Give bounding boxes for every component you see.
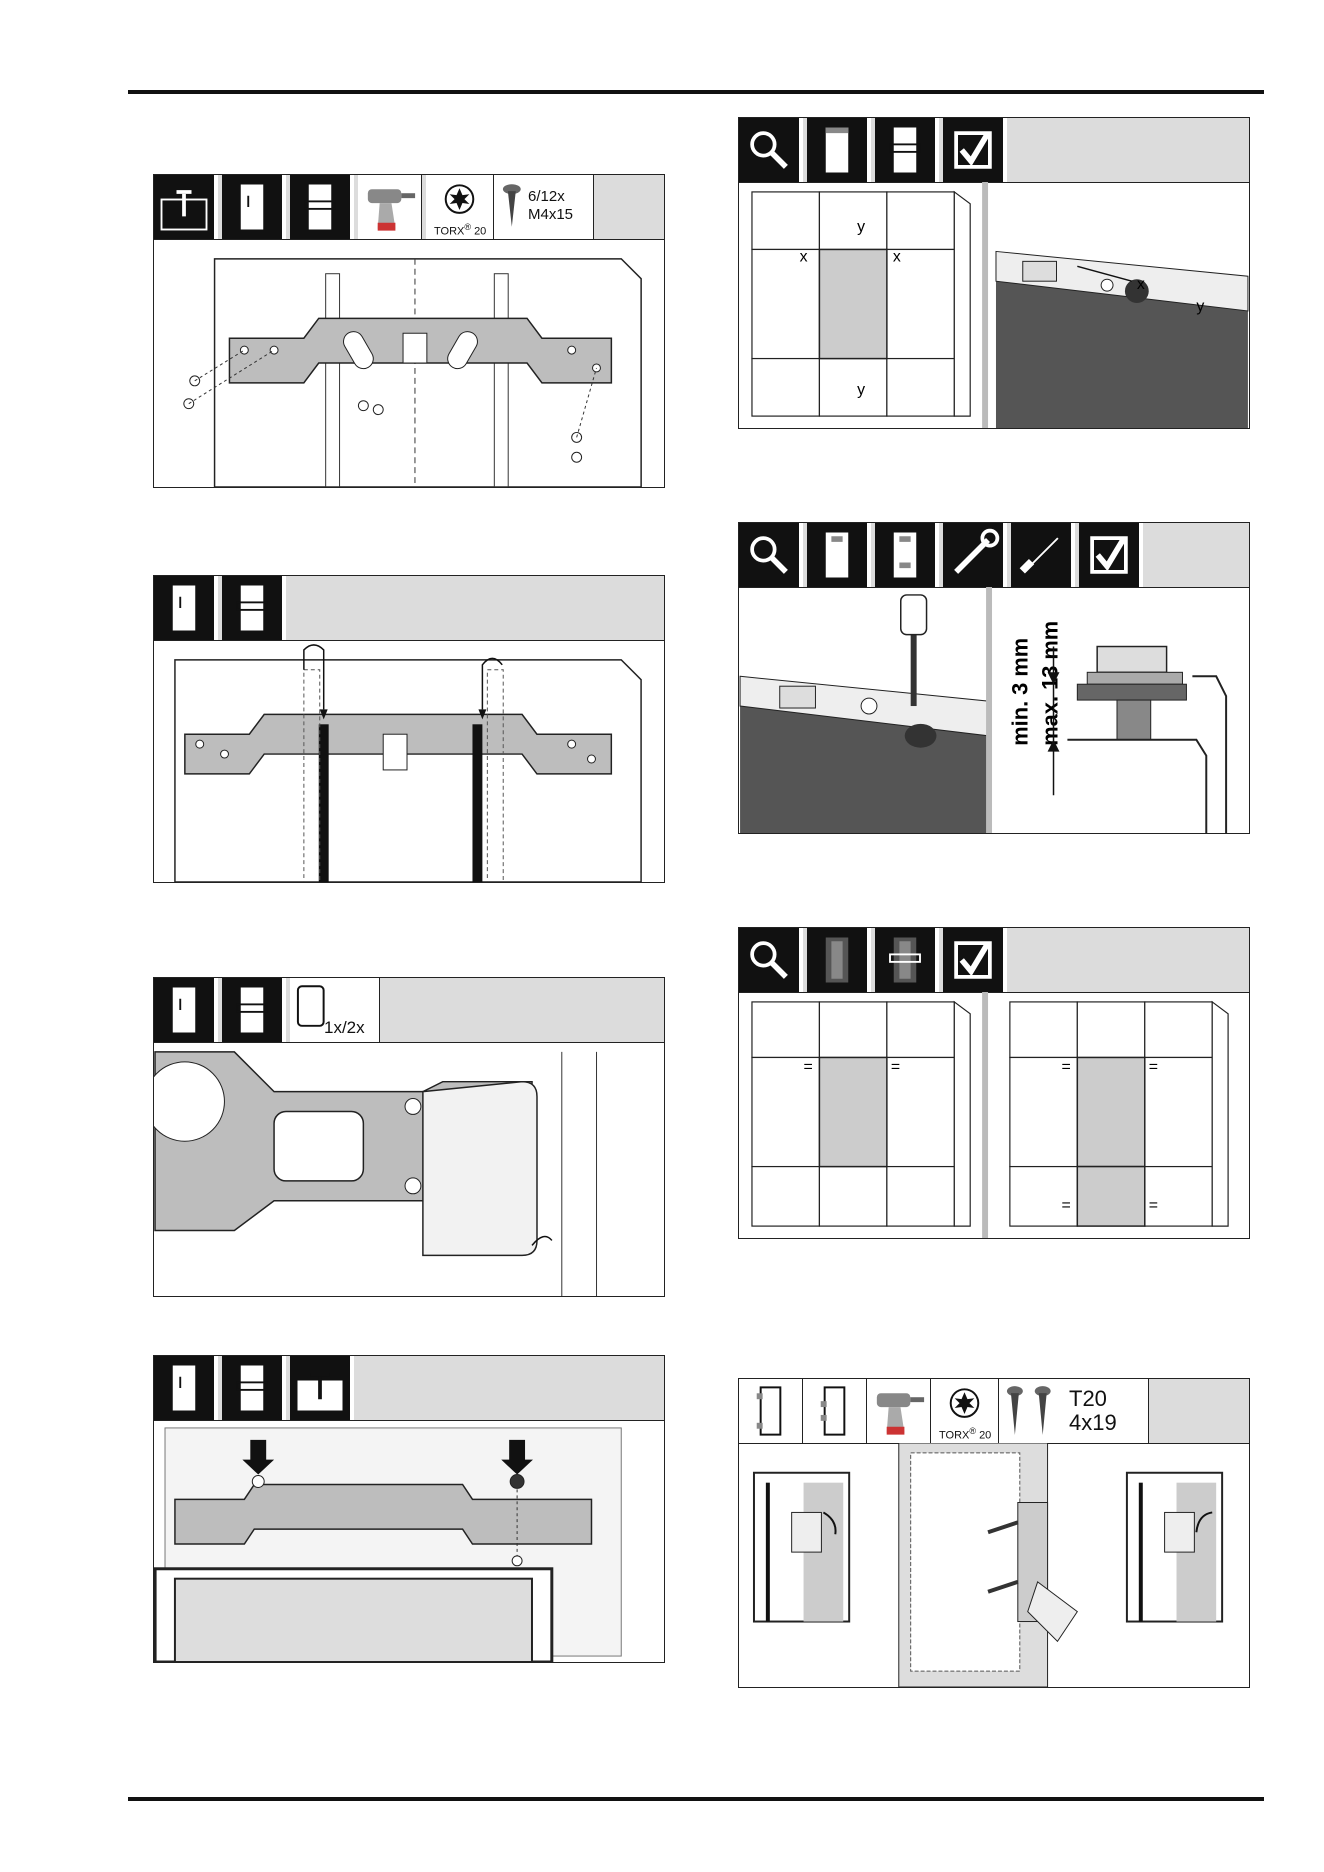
torx-label: TORX — [939, 1430, 969, 1442]
label-y-bottom: y — [857, 381, 865, 398]
step-panel-mount-rail: TORX® 20 6/12x M4x15 — [153, 174, 665, 488]
equal-right-2: = — [1149, 1058, 1158, 1075]
step-panel-hinge-insert — [153, 575, 665, 883]
door-icon — [154, 978, 218, 1042]
label-x-hinge: x — [1137, 276, 1145, 293]
step-panel-cover-cap: 1x/2x — [153, 977, 665, 1297]
equal-left-3: = — [1061, 1197, 1070, 1214]
door-gap-icon — [807, 928, 871, 992]
screw-size: M4x15 — [528, 207, 573, 223]
step-panel-adjust-xy: x x y y x y — [738, 117, 1250, 429]
illustration-equal-gaps: = = = = = = — [739, 992, 1249, 1238]
torx-size: 20 — [979, 1430, 991, 1442]
label-y-top: y — [857, 219, 865, 236]
step-panel-mount-door — [153, 1355, 665, 1663]
illustration-cover-cap — [154, 1042, 664, 1296]
door-hinge-icon — [803, 1379, 867, 1443]
door-hinge-icon — [222, 1356, 286, 1420]
door-icon — [222, 175, 286, 239]
label-x-right: x — [893, 248, 901, 265]
torx-icon: TORX® 20 — [931, 1379, 999, 1443]
screwdriver-icon — [1011, 523, 1075, 587]
check-icon — [943, 928, 1007, 992]
door-icon — [154, 1356, 218, 1420]
magnifier-icon — [739, 118, 803, 182]
screw-count: 6/12x — [528, 189, 565, 205]
screw-type: T20 — [1069, 1387, 1107, 1410]
wrench-icon — [943, 523, 1007, 587]
cover-cap-tile: 1x/2x — [290, 978, 380, 1042]
screw-size: 4x19 — [1069, 1411, 1117, 1434]
equal-right: = — [891, 1058, 900, 1075]
door-icon — [807, 118, 871, 182]
screw-in-panel-icon — [154, 175, 218, 239]
door-hinge-icon — [290, 175, 354, 239]
door-hinge-icon — [222, 576, 286, 640]
cap-count: 1x/2x — [324, 1020, 365, 1036]
illustration-adjust-xy: x x y y x y — [739, 182, 1249, 428]
magnifier-icon — [739, 523, 803, 587]
check-icon — [1079, 523, 1143, 587]
equal-right-3: = — [1149, 1197, 1158, 1214]
illustration-mount-door — [154, 1420, 664, 1662]
step-panel-equal-gaps: = = = = = = — [738, 927, 1250, 1239]
door-gap-hinge-icon — [875, 928, 939, 992]
door-hinge-icon — [222, 978, 286, 1042]
check-icon — [943, 118, 1007, 182]
min-label: min. 3 mm — [1008, 638, 1033, 746]
label-x-left: x — [800, 248, 808, 265]
screw-spec-tile: 6/12x M4x15 — [494, 175, 594, 239]
drill-icon — [867, 1379, 931, 1443]
torx-size: 20 — [474, 226, 486, 238]
equal-left-2: = — [1061, 1058, 1070, 1075]
step-panel-depth: min. 3 mm max. 13 mm — [738, 522, 1250, 834]
equal-left: = — [804, 1058, 813, 1075]
illustration-hinge-insert — [154, 640, 664, 882]
torx-label: TORX — [434, 226, 464, 238]
magnifier-icon — [739, 928, 803, 992]
step-panel-fix-screws: TORX® 20 T20 4x19 — [738, 1378, 1250, 1688]
door-icon — [154, 576, 218, 640]
door-icon — [807, 523, 871, 587]
max-label: max. 13 mm — [1037, 621, 1062, 746]
illustration-fix-screws — [739, 1443, 1249, 1687]
bottom-rule — [128, 1797, 1264, 1801]
screw-in-panel-icon — [290, 1356, 354, 1420]
label-y-hinge: y — [1196, 298, 1204, 315]
torx-icon: TORX® 20 — [426, 175, 494, 239]
drill-icon — [358, 175, 422, 239]
door-hinge-icon — [875, 118, 939, 182]
door-icon — [739, 1379, 803, 1443]
illustration-rail-mount — [154, 239, 664, 487]
illustration-depth: min. 3 mm max. 13 mm — [739, 587, 1249, 833]
door-hinge-icon — [875, 523, 939, 587]
screw-spec-tile: T20 4x19 — [999, 1379, 1149, 1443]
top-rule — [128, 90, 1264, 94]
